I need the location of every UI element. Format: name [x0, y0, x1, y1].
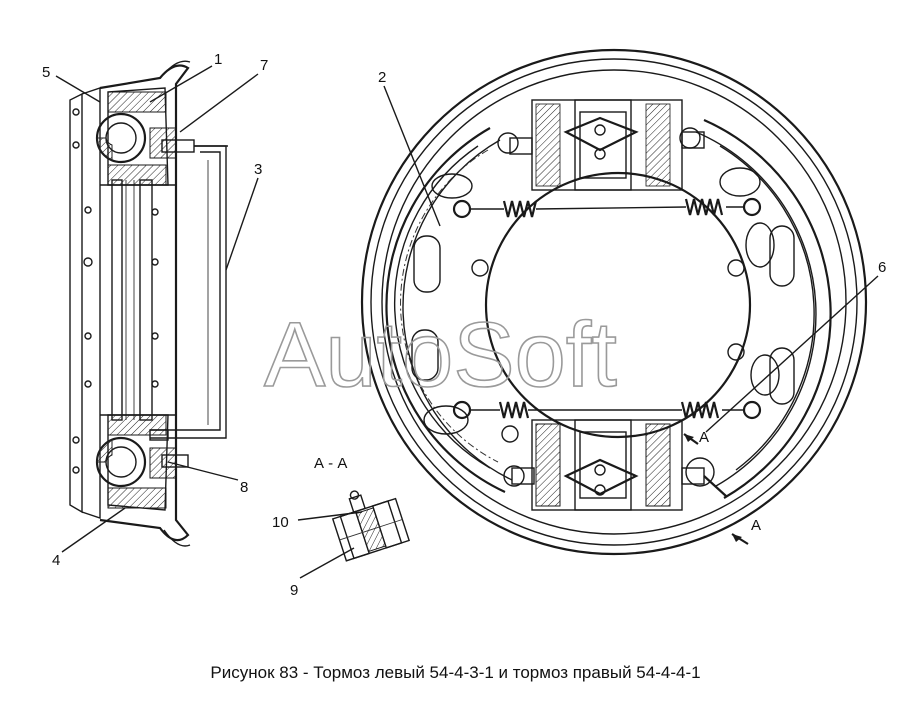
return-springs [452, 197, 762, 420]
front-view [360, 48, 868, 556]
section-title: А - А [314, 455, 347, 472]
callout-7: 7 [260, 57, 268, 74]
callout-labels: 1 2 3 4 5 6 7 8 9 10 А - А А А [42, 51, 886, 599]
callout-6: 6 [878, 259, 886, 276]
watermark: AutoSoft [264, 304, 617, 406]
plate-holes [72, 108, 159, 474]
callout-1: 1 [214, 51, 222, 68]
callout-4: 4 [52, 552, 60, 569]
side-section-view [69, 60, 228, 547]
callout-9: 9 [290, 582, 298, 599]
section-mark-upper: А [699, 429, 709, 446]
callout-10: 10 [272, 514, 289, 531]
section-mark-lower: А [751, 517, 761, 534]
shoe-slots [411, 167, 795, 435]
callout-3: 3 [254, 161, 262, 178]
upper-wheel-cylinder [497, 99, 705, 191]
callout-8: 8 [240, 479, 248, 496]
leader-lines [55, 65, 879, 579]
callout-5: 5 [42, 64, 50, 81]
figure-caption: Рисунок 83 - Тормоз левый 54-4-3-1 и тор… [210, 663, 701, 682]
lower-wheel-cylinder [503, 419, 727, 511]
callout-2: 2 [378, 69, 386, 86]
section-a-a-detail [331, 490, 411, 562]
hub-bolt-holes [471, 259, 745, 443]
